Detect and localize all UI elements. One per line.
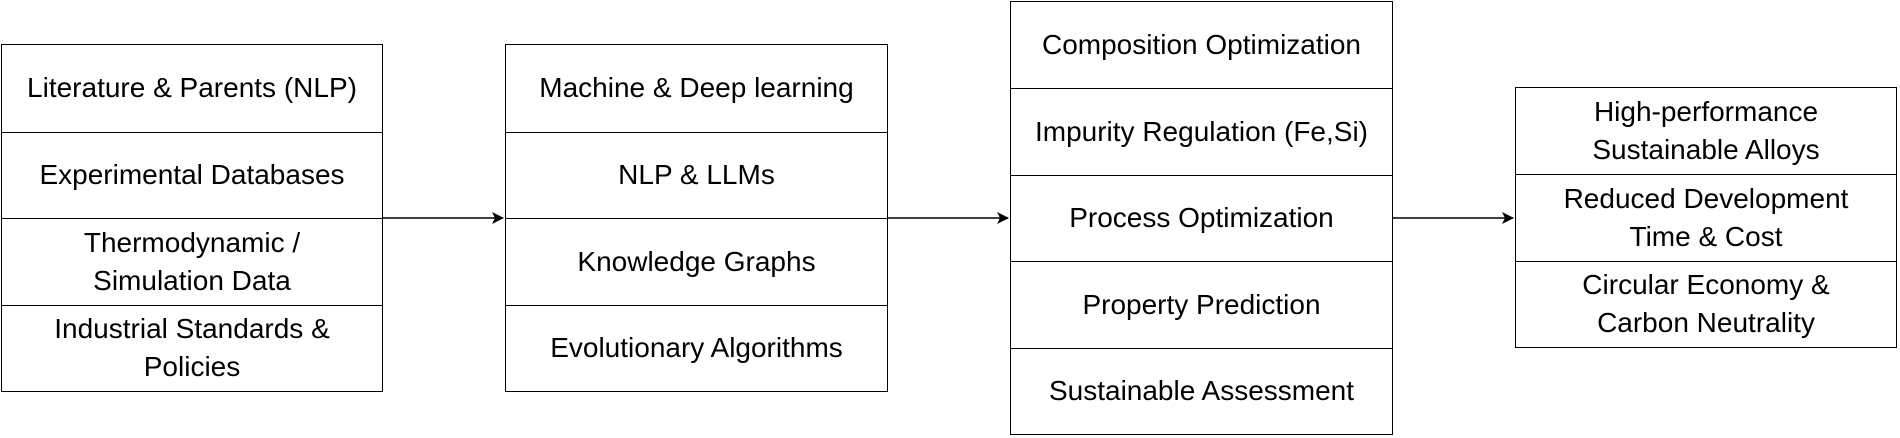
methods-item: NLP & LLMs bbox=[506, 131, 887, 219]
applications-item: Process Optimization bbox=[1011, 174, 1392, 261]
applications-item: Property Prediction bbox=[1011, 261, 1392, 347]
outcomes-item: Reduced Development Time & Cost bbox=[1516, 174, 1896, 260]
data-sources-item: Thermodynamic / Simulation Data bbox=[2, 218, 382, 305]
outcomes-item: High-performance Sustainable Alloys bbox=[1592, 96, 1820, 166]
data-sources-item: Experimental Databases bbox=[2, 131, 382, 219]
outcomes-item: Circular Economy & Carbon Neutrality bbox=[1516, 260, 1896, 347]
methods-item: Evolutionary Algorithms bbox=[506, 304, 887, 392]
data-sources-box: Literature & Parents (NLP) Experimental D… bbox=[1, 44, 383, 392]
data-sources-item: Industrial Standards & Policies bbox=[2, 304, 382, 392]
methods-item: Knowledge Graphs bbox=[506, 218, 887, 305]
methods-item: Machine & Deep learning bbox=[539, 72, 854, 104]
applications-item: Composition Optimization bbox=[1041, 29, 1362, 61]
data-sources-item: Literature & Parents (NLP) bbox=[27, 72, 357, 104]
applications-item: Impurity Regulation (Fe,Si) bbox=[1011, 88, 1392, 174]
applications-item: Sustainable Assessment bbox=[1011, 347, 1392, 434]
